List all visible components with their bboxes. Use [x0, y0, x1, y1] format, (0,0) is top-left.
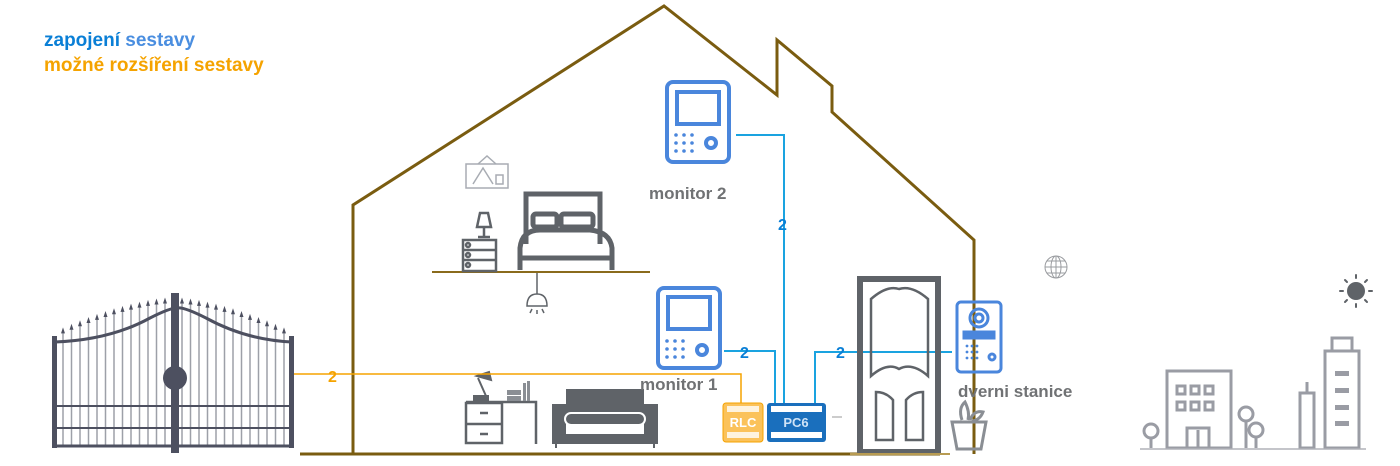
gate-spike [248, 313, 252, 320]
gate-spike [273, 323, 278, 330]
globe-icon [1044, 255, 1068, 279]
gate-spike [265, 320, 269, 327]
wire-door-station-count: 2 [836, 345, 845, 362]
books-icon [507, 381, 530, 401]
gate-spike [69, 323, 74, 330]
gate-spike [103, 310, 108, 317]
gate-spike [231, 308, 235, 315]
gate-spike [180, 297, 184, 304]
house-outline [351, 4, 976, 454]
desk-lamp-icon [473, 370, 493, 401]
door-station-label: dverni stanice [958, 382, 1072, 401]
nightstand-icon [461, 238, 498, 273]
rlc-module: RLC [722, 402, 764, 443]
driveway-gate-icon [52, 293, 294, 453]
gate-spike [256, 316, 261, 323]
trees-icon [1142, 405, 1265, 448]
entrance-door-icon [857, 276, 941, 455]
wire-door-station-pc6 [814, 351, 952, 405]
monitor-2-label: monitor 2 [649, 184, 726, 203]
wire-gate-count: 2 [328, 369, 337, 386]
wire-monitor1-pc6 [724, 350, 776, 405]
gate-spike [129, 303, 133, 310]
gate-spike [163, 297, 167, 304]
desk-icon [464, 400, 538, 445]
gate-spike [239, 310, 244, 317]
gate-spike [112, 308, 116, 315]
gate-spike [205, 301, 210, 308]
gate-spike [137, 301, 142, 308]
gate-spike [146, 299, 150, 306]
gate-spike [154, 298, 159, 305]
pc6-label: PC6 [783, 415, 808, 430]
table-lamp-icon [475, 211, 493, 239]
gate-spike [222, 305, 227, 312]
legend: zapojení sestavy možné rozšíření sestavy [44, 28, 264, 78]
legend-connection-word1: zapojení [44, 30, 121, 51]
gate-spike [95, 313, 99, 320]
gate-spike [188, 298, 193, 305]
gate-spike [120, 305, 125, 312]
gate-spike [197, 299, 201, 306]
gate-spike [86, 316, 91, 323]
gate-spike [282, 327, 286, 334]
legend-connection-word2: sestavy [125, 30, 196, 51]
sofa-icon [552, 389, 658, 448]
skyscraper-icon [1298, 336, 1361, 450]
door-station-icon [955, 300, 1003, 374]
wire-monitor2-pc6 [736, 134, 785, 405]
plant-pot-icon [950, 399, 988, 451]
gate-spike [61, 327, 65, 334]
legend-possible-extension: možné rozšíření sestavy [44, 55, 264, 76]
monitor-1-label: monitor 1 [640, 375, 717, 394]
bed-icon [517, 191, 615, 270]
wire-monitor1-count: 2 [740, 345, 749, 362]
monitor-2-icon [665, 80, 731, 164]
legend-system-connection: zapojení sestavy [44, 28, 264, 53]
sun-icon [1339, 274, 1373, 308]
rlc-label: RLC [730, 415, 757, 430]
wire-gate-rlc [292, 373, 742, 403]
gate-spike [214, 303, 218, 310]
ceiling-lamp-icon [526, 273, 548, 314]
picture-frame-icon [465, 154, 509, 189]
monitor-1-icon [656, 286, 722, 370]
office-building-icon [1165, 369, 1233, 450]
wire-monitor2-count: 2 [778, 217, 787, 234]
pc6-module: PC6 [767, 403, 826, 442]
gate-spike [78, 320, 82, 327]
